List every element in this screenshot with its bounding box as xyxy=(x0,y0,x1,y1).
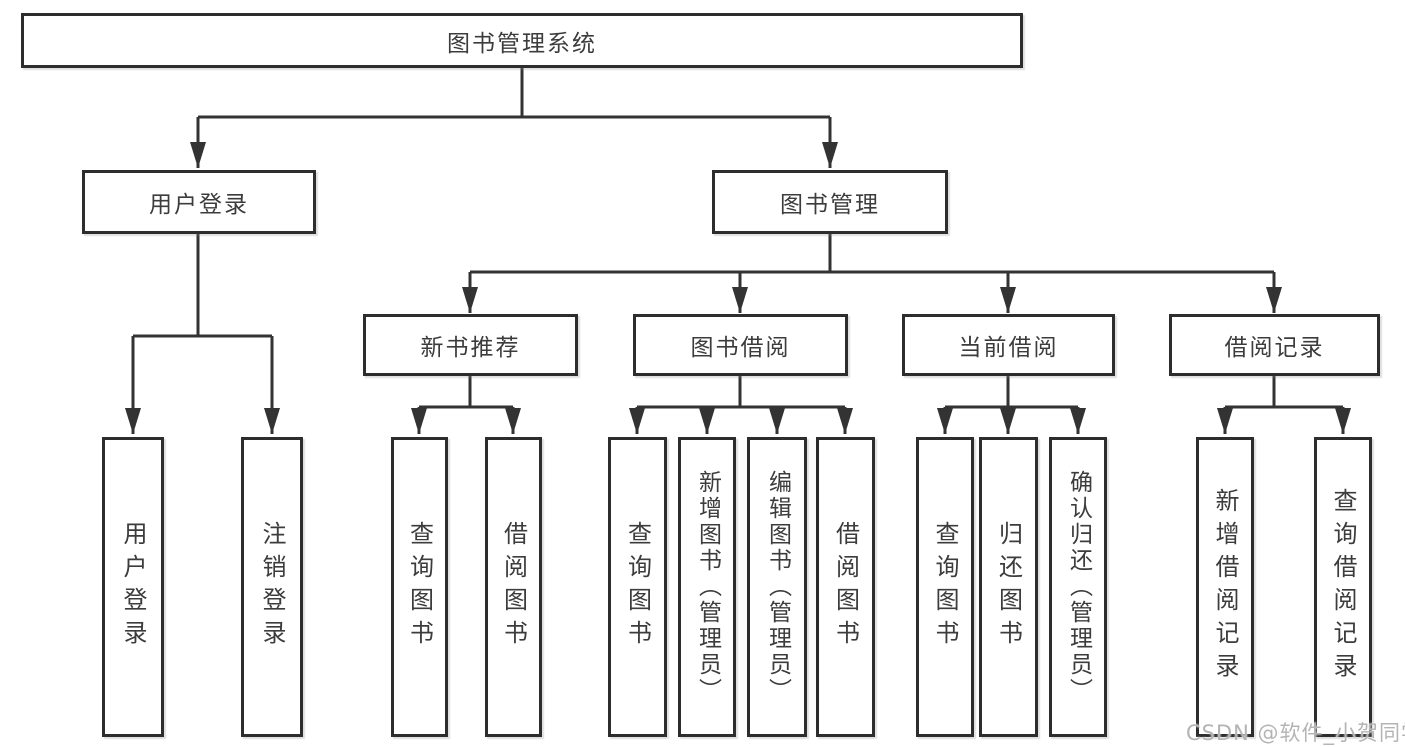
node-book-borrowing: 图书借阅 xyxy=(633,314,848,376)
leaf-borrow-book-borrowing: 借阅图书 xyxy=(816,437,875,737)
leaf-query-book-current: 查询图书 xyxy=(916,437,974,737)
node-new-book-rec-label: 新书推荐 xyxy=(420,335,521,361)
node-book-mgmt: 图书管理 xyxy=(712,170,948,234)
node-new-book-rec: 新书推荐 xyxy=(363,314,578,376)
leaf-logout-label: 注销登录 xyxy=(258,521,286,653)
node-current-borrowing-label: 当前借阅 xyxy=(958,335,1059,361)
arrow-lines xyxy=(125,117,1351,434)
leaf-confirm-return-admin: 确认归还（管理员） xyxy=(1049,437,1107,737)
node-book-borrowing-label: 图书借阅 xyxy=(690,335,791,361)
leaf-query-borrow-record-label: 查询借阅记录 xyxy=(1329,488,1357,686)
node-user-login: 用户登录 xyxy=(82,170,316,234)
leaf-add-book-admin-label: 新增图书（管理员） xyxy=(694,470,721,704)
leaf-add-borrow-record: 新增借阅记录 xyxy=(1196,437,1254,737)
node-borrow-records-label: 借阅记录 xyxy=(1224,335,1325,361)
leaf-borrow-book-newrec-label: 借阅图书 xyxy=(499,521,528,653)
watermark: CSDN @软件_小贺同学 xyxy=(1186,721,1405,745)
elbow-segments xyxy=(133,68,1343,409)
leaf-borrow-book-borrowing-label: 借阅图书 xyxy=(831,521,860,653)
leaf-logout: 注销登录 xyxy=(241,437,303,737)
leaf-query-book-borrowing-label: 查询图书 xyxy=(623,521,652,653)
leaf-query-book-newrec-label: 查询图书 xyxy=(405,521,434,653)
leaf-user-login-label: 用户登录 xyxy=(119,521,147,653)
node-borrow-records: 借阅记录 xyxy=(1169,314,1380,376)
node-user-login-label: 用户登录 xyxy=(149,192,249,218)
leaf-query-book-borrowing: 查询图书 xyxy=(608,437,667,737)
leaf-query-borrow-record: 查询借阅记录 xyxy=(1314,437,1372,737)
node-root: 图书管理系统 xyxy=(21,13,1023,68)
node-book-mgmt-label: 图书管理 xyxy=(780,192,880,218)
leaf-user-login: 用户登录 xyxy=(102,437,164,737)
leaf-edit-book-admin-label: 编辑图书（管理员） xyxy=(764,470,791,704)
leaf-edit-book-admin: 编辑图书（管理员） xyxy=(747,437,807,737)
node-current-borrowing: 当前借阅 xyxy=(902,314,1115,376)
leaf-add-borrow-record-label: 新增借阅记录 xyxy=(1211,488,1239,686)
leaf-return-book: 归还图书 xyxy=(979,437,1038,737)
node-root-label: 图书管理系统 xyxy=(447,30,597,57)
leaf-query-book-newrec: 查询图书 xyxy=(391,437,448,737)
leaf-return-book-label: 归还图书 xyxy=(994,521,1023,653)
leaf-confirm-return-admin-label: 确认归还（管理员） xyxy=(1065,470,1092,704)
leaf-add-book-admin: 新增图书（管理员） xyxy=(678,437,736,737)
leaf-query-book-current-label: 查询图书 xyxy=(931,521,959,653)
leaf-borrow-book-newrec: 借阅图书 xyxy=(485,437,542,737)
